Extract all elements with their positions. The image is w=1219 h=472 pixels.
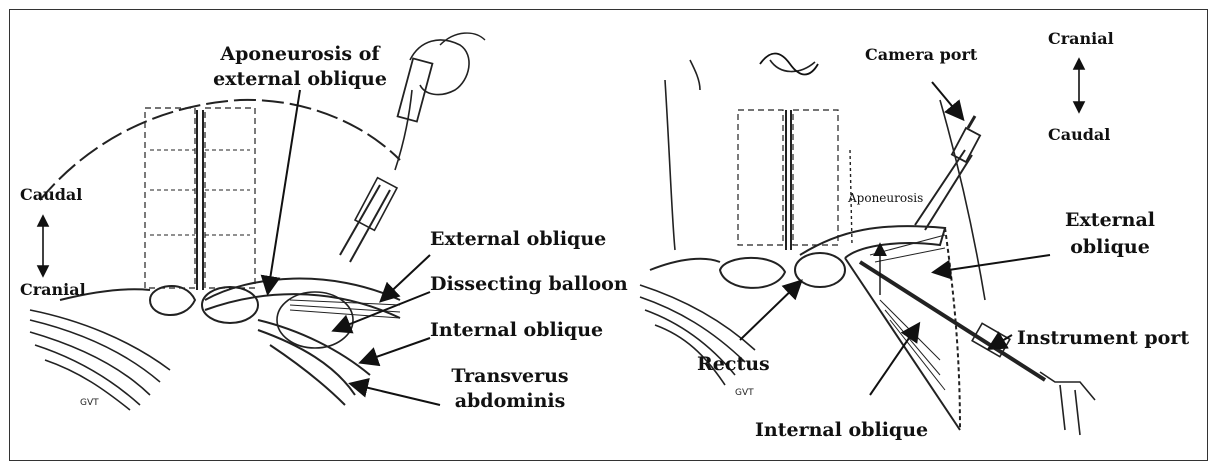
label-external-line1: External <box>1065 209 1155 231</box>
arrow-icon <box>335 292 430 330</box>
label-rectus: Rectus <box>697 353 770 375</box>
label-transverus-line1: Transverus <box>451 365 568 387</box>
label-aponeurosis-right: Aponeurosis <box>847 191 923 205</box>
arrow-icon <box>935 255 1050 272</box>
arrow-icon <box>352 384 440 405</box>
arrow-icon <box>268 90 300 292</box>
label-external-line2: oblique <box>1070 236 1150 258</box>
double-arrow-icon <box>1074 59 1084 112</box>
label-aponeurosis-line1: Aponeurosis of <box>219 43 381 65</box>
label-internal-oblique-right: Internal oblique <box>755 419 928 441</box>
double-arrow-icon <box>38 216 48 276</box>
label-caudal-right: Caudal <box>1048 125 1110 144</box>
label-external-oblique: External oblique <box>430 228 606 250</box>
label-caudal-left: Caudal <box>20 185 82 204</box>
label-camera-port: Camera port <box>865 45 978 64</box>
arrow-icon <box>870 325 918 395</box>
svg-text:GVT: GVT <box>80 398 99 408</box>
label-dissecting-balloon: Dissecting balloon <box>430 273 628 295</box>
label-instrument-port: Instrument port <box>1017 327 1189 349</box>
left-arrows <box>268 90 440 405</box>
label-cranial-right: Cranial <box>1048 29 1114 48</box>
label-transverus-line2: abdominis <box>455 390 566 412</box>
label-internal-oblique: Internal oblique <box>430 319 603 341</box>
svg-text:GVT: GVT <box>735 388 754 398</box>
arrow-icon <box>362 338 430 362</box>
label-cranial-left: Cranial <box>20 280 86 299</box>
arrow-icon <box>932 82 962 118</box>
arrow-icon <box>740 282 800 340</box>
arrow-icon <box>382 255 430 300</box>
right-illustration: GVT <box>640 60 1095 435</box>
label-aponeurosis-line2: external oblique <box>213 68 387 90</box>
